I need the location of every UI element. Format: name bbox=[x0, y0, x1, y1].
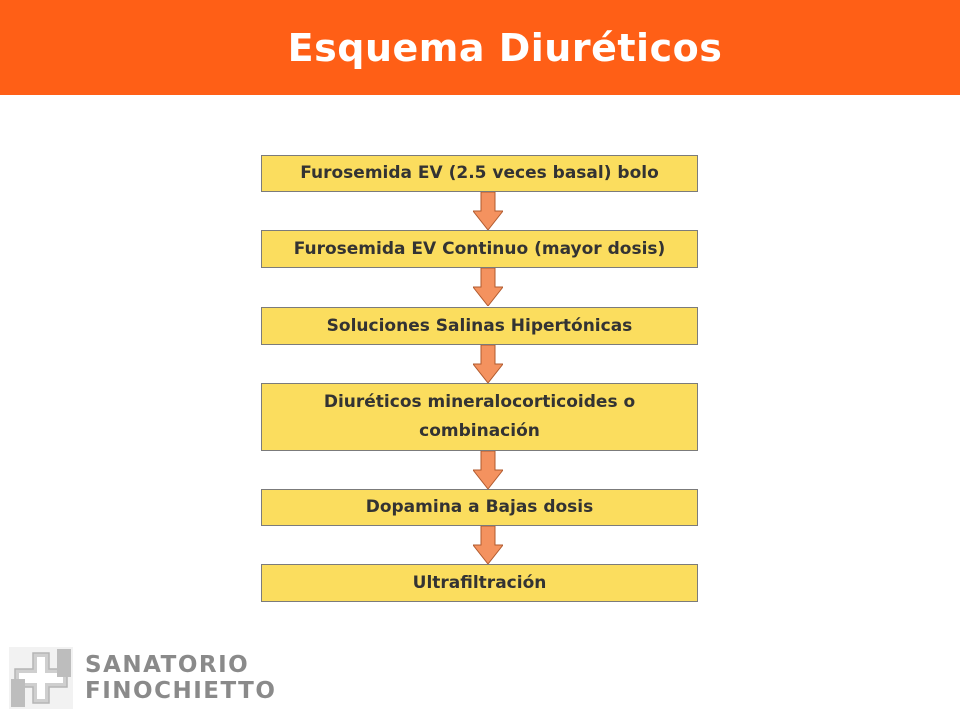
step-furosemida-continuo: Furosemida EV Continuo (mayor dosis) bbox=[261, 230, 698, 268]
step-furosemida-bolo: Furosemida EV (2.5 veces basal) bolo bbox=[261, 155, 698, 192]
step-diureticos-mineralocorticoides: Diuréticos mineralocorticoides o combina… bbox=[261, 383, 698, 451]
cross-logo-icon bbox=[9, 647, 73, 709]
arrow-down-icon bbox=[473, 526, 503, 564]
arrow-down-icon bbox=[473, 192, 503, 230]
step-label: Diuréticos mineralocorticoides o combina… bbox=[323, 392, 636, 441]
logo-line-1: SANATORIO bbox=[85, 652, 250, 678]
step-label: Dopamina a Bajas dosis bbox=[365, 497, 594, 517]
step-dopamina: Dopamina a Bajas dosis bbox=[261, 489, 698, 526]
page-title: Esquema Diuréticos bbox=[287, 25, 723, 70]
step-ultrafiltracion: Ultrafiltración bbox=[261, 564, 698, 602]
step-soluciones-salinas: Soluciones Salinas Hipertónicas bbox=[261, 307, 698, 345]
step-label: Soluciones Salinas Hipertónicas bbox=[326, 315, 633, 336]
sanatorio-logo: SANATORIO FINOCHIETTO bbox=[9, 645, 275, 711]
title-banner: Esquema Diuréticos bbox=[0, 0, 960, 95]
arrow-down-icon bbox=[473, 345, 503, 383]
arrow-down-icon bbox=[473, 451, 503, 489]
step-label: Furosemida EV (2.5 veces basal) bolo bbox=[300, 163, 659, 183]
arrow-down-icon bbox=[473, 268, 503, 306]
step-label: Furosemida EV Continuo (mayor dosis) bbox=[293, 238, 666, 259]
logo-line-2: FINOCHIETTO bbox=[85, 678, 277, 704]
step-label: Ultrafiltración bbox=[412, 572, 547, 593]
